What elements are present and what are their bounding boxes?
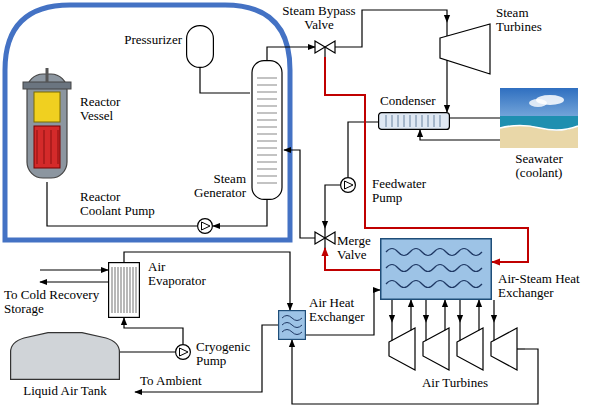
process-pipe xyxy=(213,200,267,226)
liquid-air-tank-symbol xyxy=(10,332,120,380)
merge-valve-symbol xyxy=(315,228,335,248)
turbine-inlet-pipe xyxy=(459,300,460,322)
process-pipe xyxy=(120,351,175,352)
turbine-outlet-pipe xyxy=(478,300,479,322)
air-heat-exchanger-symbol xyxy=(278,310,306,340)
process-pipe xyxy=(391,300,392,322)
seawater-picture: Seawater (coolant) xyxy=(500,88,578,148)
component-label: Pressurizer xyxy=(102,33,182,47)
component-label: Steam Turbines xyxy=(496,6,558,34)
reactor-vessel-symbol xyxy=(22,68,72,182)
cryogenic-pump: Cryogenic Pump xyxy=(175,344,191,360)
turbine-inlet-pipe xyxy=(493,300,494,322)
component-label: Steam Generator xyxy=(188,172,246,200)
process-pipe xyxy=(420,130,500,140)
component-label: Reactor Coolant Pump xyxy=(80,190,160,218)
merge-valve: Merge Valve xyxy=(315,228,335,248)
component-label: Feedwater Pump xyxy=(372,177,432,205)
pressurizer: Pressurizer xyxy=(186,25,214,68)
cold-recovery-pipe xyxy=(40,281,108,282)
component-label: Air Evaporator xyxy=(148,260,212,288)
steam-generator-symbol xyxy=(250,60,284,200)
feedwater-pump-symbol xyxy=(340,177,356,193)
air-evaporator-symbol xyxy=(108,262,140,318)
cryogenic-pump-symbol xyxy=(175,344,191,360)
air-turbines-symbol xyxy=(385,322,525,372)
component-label: Cryogenic Pump xyxy=(196,340,258,368)
feedwater-pump: Feedwater Pump xyxy=(340,177,356,193)
steam-turbine: Steam Turbines xyxy=(440,22,490,76)
component-label: Air-Steam Heat Exchanger xyxy=(498,272,582,300)
air-evaporator: Air Evaporator xyxy=(108,262,140,318)
coolant-pump-symbol xyxy=(197,218,213,234)
process-pipe xyxy=(446,76,447,112)
air-turbines: Air Turbines xyxy=(385,322,525,372)
flow-destination-label: To Ambient xyxy=(140,374,210,388)
liquid-air-tank: Liquid Air Tank xyxy=(10,332,120,380)
ambient-exhaust-pipe xyxy=(135,325,278,392)
flow-destination-label: To Cold Recovery Storage xyxy=(4,288,104,316)
component-label: Seawater (coolant) xyxy=(509,152,569,180)
process-pipe xyxy=(306,290,380,335)
turbine-outlet-pipe xyxy=(444,300,445,322)
pressurizer-symbol xyxy=(186,25,214,68)
process-pipe xyxy=(200,68,250,93)
steam-turbine-symbol xyxy=(440,22,490,76)
component-label: Merge Valve xyxy=(337,234,375,262)
process-pipe xyxy=(325,185,340,228)
component-label: Reactor Vessel xyxy=(80,95,126,123)
reactor-vessel: Reactor Vessel xyxy=(22,68,72,182)
process-pipe xyxy=(348,122,378,177)
process-pipe xyxy=(267,47,315,60)
process-pipe xyxy=(124,318,183,344)
process-pipe xyxy=(284,150,315,238)
component-label: Steam Bypass Valve xyxy=(280,4,358,32)
coolant-pump: Reactor Coolant Pump xyxy=(197,218,213,234)
component-label: Air Turbines xyxy=(385,376,525,390)
process-pipe xyxy=(450,117,500,118)
component-label: Liquid Air Tank xyxy=(10,384,120,398)
component-label: Condenser xyxy=(380,94,442,108)
condenser-symbol xyxy=(378,112,450,130)
condenser: Condenser xyxy=(378,112,450,130)
seawater-picture-symbol xyxy=(500,88,578,148)
steam-bypass-pipe xyxy=(325,57,528,262)
steam-generator: Steam Generator xyxy=(250,60,284,200)
process-pipe xyxy=(47,182,197,226)
air-heat-exchanger: Air Heat Exchanger xyxy=(278,310,306,340)
process-pipe xyxy=(124,252,290,310)
air-steam-heat-exchanger-symbol xyxy=(380,238,492,300)
turbine-inlet-pipe xyxy=(425,300,426,322)
component-label: Air Heat Exchanger xyxy=(309,296,369,324)
bypass-valve: Steam Bypass Valve xyxy=(315,37,335,57)
bypass-valve-symbol xyxy=(315,37,335,57)
cold-recovery-pipe xyxy=(40,269,108,270)
containment-dome xyxy=(5,5,290,240)
air-steam-heat-exchanger: Air-Steam Heat Exchanger xyxy=(380,238,492,300)
turbine-outlet-pipe xyxy=(410,300,411,322)
